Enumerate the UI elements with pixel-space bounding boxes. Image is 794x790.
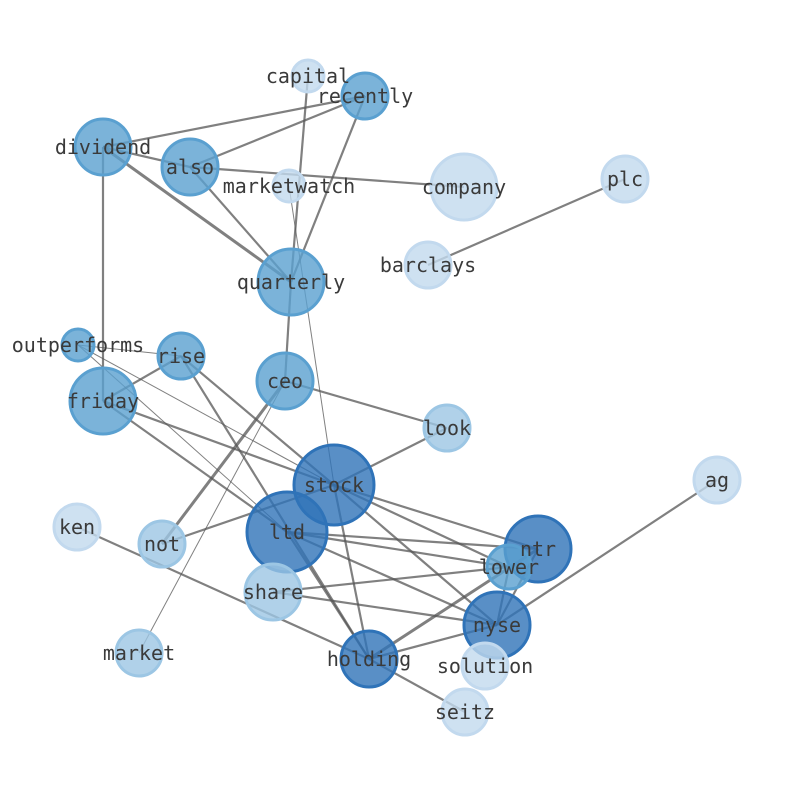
node-not[interactable]	[137, 519, 187, 569]
edge-share-nyse	[272, 590, 498, 627]
node-barclays[interactable]	[403, 240, 453, 290]
node-label-rise: rise	[157, 344, 205, 368]
node-friday[interactable]	[68, 366, 138, 436]
node-label-not: not	[144, 532, 180, 556]
node-label-stock: stock	[304, 473, 364, 497]
node-plc[interactable]	[600, 154, 650, 204]
node-dividend[interactable]	[73, 117, 133, 177]
node-label-quarterly: quarterly	[237, 270, 345, 294]
node-capital[interactable]	[290, 58, 326, 94]
edge-ceo-not	[160, 380, 287, 545]
node-outperforms[interactable]	[60, 327, 96, 363]
node-ag[interactable]	[692, 455, 742, 505]
node-label-plc: plc	[607, 167, 643, 191]
edge-recently-dividend	[102, 94, 366, 149]
edge-nyse-ag	[496, 479, 718, 626]
edge-outperforms-stock	[77, 344, 335, 486]
node-marketwatch[interactable]	[271, 168, 307, 204]
node-solution[interactable]	[460, 641, 510, 691]
edge-dividend-quarterly	[102, 145, 292, 284]
node-seitz[interactable]	[440, 687, 490, 737]
node-market[interactable]	[114, 628, 164, 678]
node-ken[interactable]	[52, 502, 102, 552]
node-also[interactable]	[160, 137, 220, 197]
node-lower[interactable]	[485, 543, 533, 591]
node-label-solution: solution	[437, 654, 533, 678]
node-label-ntr: ntr	[520, 537, 556, 561]
node-quarterly[interactable]	[256, 247, 326, 317]
node-label-ltd: ltd	[269, 520, 305, 544]
node-holding[interactable]	[339, 629, 399, 689]
node-label-ceo: ceo	[267, 369, 303, 393]
node-label-ken: ken	[59, 515, 95, 539]
edge-share-lower	[272, 565, 510, 594]
node-label-outperforms: outperforms	[12, 333, 144, 357]
node-share[interactable]	[243, 562, 303, 622]
node-label-company: company	[422, 175, 506, 199]
edge-marketwatch-stock	[288, 185, 335, 486]
edge-ceo-market	[138, 380, 286, 654]
edge-plc-barclays	[427, 177, 626, 267]
node-label-share: share	[243, 580, 303, 604]
node-label-market: market	[103, 641, 175, 665]
node-label-capital: capital	[266, 64, 350, 88]
node-layer	[52, 58, 742, 737]
node-label-seitz: seitz	[435, 700, 495, 724]
node-label-nyse: nyse	[473, 613, 521, 637]
edge-ltd-ntr	[286, 530, 539, 551]
node-label-look: look	[423, 416, 471, 440]
node-ceo[interactable]	[255, 351, 315, 411]
node-label-marketwatch: marketwatch	[223, 174, 355, 198]
node-label-ag: ag	[705, 468, 729, 492]
edge-also-company	[189, 165, 465, 189]
edge-recently-also	[189, 94, 366, 169]
node-rise[interactable]	[156, 331, 206, 381]
node-company[interactable]	[429, 152, 499, 222]
node-recently[interactable]	[340, 71, 390, 121]
edge-ken-holding	[76, 525, 370, 661]
node-look[interactable]	[422, 403, 472, 453]
node-label-holding: holding	[327, 647, 411, 671]
node-label-lower: lower	[479, 555, 539, 579]
node-label-friday: friday	[67, 389, 139, 413]
node-label-dividend: dividend	[55, 135, 151, 159]
node-label-recently: recently	[317, 84, 413, 108]
node-label-barclays: barclays	[380, 253, 476, 277]
node-label-also: also	[166, 155, 214, 179]
